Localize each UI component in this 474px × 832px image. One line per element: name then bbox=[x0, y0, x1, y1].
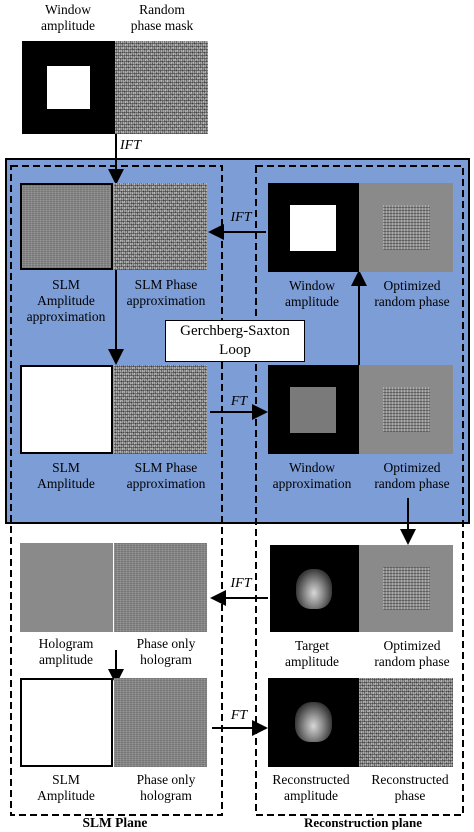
label-random-phase-mask: Random phase mask bbox=[130, 2, 194, 33]
window-amplitude-image-top bbox=[22, 41, 115, 134]
label-phase-only-hologram-1: Phase only hologram bbox=[136, 636, 196, 667]
label-reconstruction-plane: Reconstruction plane bbox=[303, 815, 423, 830]
label-slm-phase-approx-2: SLM Phase approximation bbox=[126, 460, 206, 491]
reconstructed-phase-image bbox=[359, 678, 453, 767]
slm-amplitude-approx-image bbox=[20, 183, 113, 270]
baboon-face-icon bbox=[296, 569, 332, 609]
hologram-amplitude-image bbox=[20, 543, 113, 632]
random-phase-mask-image bbox=[115, 41, 208, 134]
target-amplitude-image bbox=[270, 545, 359, 632]
label-phase-only-hologram-2: Phase only hologram bbox=[136, 772, 196, 803]
gerchberg-saxton-label: Gerchberg-Saxton Loop bbox=[165, 320, 305, 362]
window-amplitude-image-loop bbox=[268, 183, 359, 272]
slm-phase-approx-image-2 bbox=[114, 365, 207, 454]
optimized-random-phase-image-3 bbox=[359, 545, 453, 632]
reconstruction-plane-border bbox=[255, 165, 464, 816]
label-optimized-random-phase-2: Optimized random phase bbox=[374, 460, 450, 491]
slm-phase-approx-image-1 bbox=[114, 183, 207, 270]
label-window-amplitude-top: Window amplitude bbox=[41, 2, 95, 33]
label-loop-ift: IFT bbox=[230, 210, 252, 225]
optimized-random-phase-image-2 bbox=[359, 365, 453, 454]
phase-only-hologram-image-1 bbox=[114, 543, 207, 632]
label-window-amplitude-loop: Window amplitude bbox=[285, 278, 339, 309]
label-reconstructed-amplitude: Reconstructed amplitude bbox=[272, 772, 350, 803]
slm-amplitude-image-lower bbox=[20, 678, 113, 767]
label-hologram-amplitude: Hologram amplitude bbox=[38, 636, 94, 667]
label-slm-plane: SLM Plane bbox=[82, 815, 148, 830]
reconstructed-face-icon bbox=[295, 702, 332, 742]
label-window-approximation: Window approximation bbox=[272, 460, 352, 491]
slm-amplitude-image-loop bbox=[20, 365, 113, 454]
label-reconstructed-phase: Reconstructed phase bbox=[371, 772, 449, 803]
optimized-random-phase-image-1 bbox=[359, 183, 453, 272]
phase-only-hologram-image-2 bbox=[114, 678, 207, 767]
label-optimized-random-phase-1: Optimized random phase bbox=[374, 278, 450, 309]
label-lower-ft: FT bbox=[230, 708, 248, 723]
label-optimized-random-phase-3: Optimized random phase bbox=[374, 638, 450, 669]
label-slm-phase-approx-1: SLM Phase approximation bbox=[126, 277, 206, 308]
label-slm-amplitude-approx: SLM Amplitude approximation bbox=[26, 277, 106, 324]
window-approximation-image bbox=[268, 365, 359, 454]
label-slm-amplitude-loop: SLM Amplitude bbox=[37, 460, 95, 491]
label-loop-ft: FT bbox=[230, 394, 248, 409]
reconstructed-amplitude-image bbox=[268, 678, 359, 767]
label-lower-ift: IFT bbox=[230, 576, 252, 591]
label-top-ift: IFT bbox=[120, 138, 141, 153]
label-target-amplitude: Target amplitude bbox=[285, 638, 339, 669]
label-slm-amplitude-lower: SLM Amplitude bbox=[37, 772, 95, 803]
